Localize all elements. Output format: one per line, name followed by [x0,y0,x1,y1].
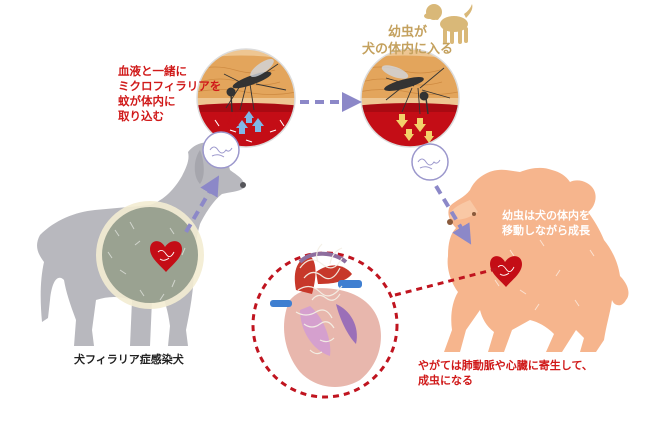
mosquito-icon [381,65,451,115]
microfilaria-icon [411,143,449,181]
label-infected-dog: 犬フィラリア症感染犬 [74,353,184,366]
heart-anatomy-icon [270,243,381,387]
heart-inset-leader [394,266,501,297]
label-larvae-enter: 幼虫が 犬の体内に入る [362,25,454,57]
microfilaria-icon [202,131,240,169]
heart-icon [490,256,522,287]
larvae-enter-scene [359,47,461,149]
mosquito-icon [223,58,287,113]
infected-dog-icon [37,142,246,346]
label-larvae-growing: 幼虫は犬の体内を 移動しながら成長 [502,209,590,237]
cycle-arrows [184,92,472,245]
small-dog-icon [424,4,473,44]
heart-icon [150,241,182,272]
label-mosquito-feeding: 血液と一緒に ミクロフィラリアを 蚊が体内に 取り込む [118,64,222,123]
healthy-dog-icon [444,167,629,352]
label-adult-parasites: やがては肺動脈や心臓に寄生して、 成虫になる [418,359,593,387]
